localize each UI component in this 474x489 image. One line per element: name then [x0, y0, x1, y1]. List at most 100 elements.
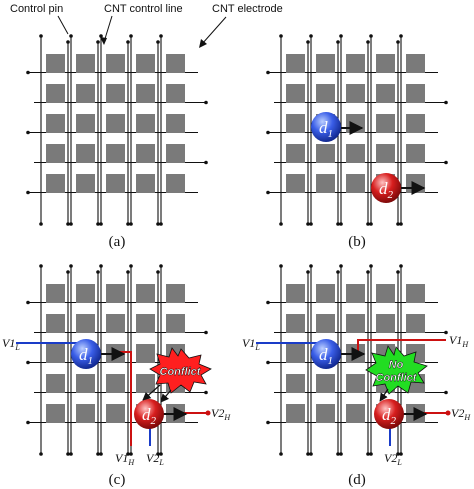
cnt-electrode [376, 84, 395, 103]
panel-b-caption: (b) [348, 234, 366, 250]
control-pin [339, 34, 343, 38]
cnt-electrode [286, 374, 305, 393]
control-pin [339, 222, 343, 226]
cnt-electrode [166, 84, 185, 103]
cnt-electrode [346, 114, 365, 133]
panel-b-grid [266, 34, 448, 226]
panel-b-overlay: d1 d2 [311, 112, 426, 203]
panel-d-overlay: d1 d2 No Conflict V1L V1H V2L V2H [242, 333, 471, 467]
control-pin [309, 34, 313, 38]
control-pin [204, 390, 208, 395]
control-pin [339, 264, 343, 268]
cnt-electrode [106, 54, 125, 73]
cnt-electrode [316, 174, 335, 193]
cnt-electrode [106, 174, 125, 193]
control-pin [369, 222, 373, 226]
cnt-electrode [76, 144, 95, 163]
panel-d-grid [266, 264, 448, 456]
panel-c-droplet-d1-label: d1 [79, 345, 93, 367]
cnt-electrode [46, 344, 65, 363]
cnt-control-line-label: CNT control line [104, 3, 183, 15]
cnt-electrode [166, 114, 185, 133]
cnt-electrode [406, 84, 425, 103]
control-pin [159, 264, 163, 268]
panel-d-caption: (d) [348, 472, 366, 488]
panel-d-droplet-d1 [311, 339, 341, 369]
control-pin [39, 452, 43, 456]
control-pin [306, 452, 310, 456]
cnt-electrode [46, 284, 65, 303]
control-pin [129, 34, 133, 38]
control-pin [99, 222, 103, 226]
control-pin [156, 40, 160, 44]
cnt-electrode [136, 374, 155, 393]
cnt-electrode [76, 174, 95, 193]
cnt-electrode [166, 174, 185, 193]
control-pin [99, 452, 103, 456]
cnt-electrode [406, 114, 425, 133]
control-pin [26, 70, 30, 75]
control-pin [69, 264, 73, 268]
panel-d-v2h-dot [445, 410, 451, 416]
cnt-electrode [286, 54, 305, 73]
panel-c-v1h-wire [118, 351, 132, 446]
panel-a-caption: (a) [109, 234, 126, 250]
panel-c-conflict-pointer-2 [160, 389, 172, 403]
cnt-electrode [46, 144, 65, 163]
cnt-electrode [286, 284, 305, 303]
panel-c-v2h-dot [205, 410, 211, 416]
control-pin [96, 222, 100, 226]
cnt-electrode [46, 314, 65, 333]
cnt-electrode [346, 374, 365, 393]
control-pin [399, 452, 403, 456]
cnt-electrode [316, 404, 335, 423]
control-pin [126, 40, 130, 44]
cnt-electrode [376, 144, 395, 163]
control-pin [309, 264, 313, 268]
cnt-electrode [346, 284, 365, 303]
control-pin [66, 40, 70, 44]
control-pin [126, 222, 130, 226]
control-pin [39, 264, 43, 268]
cnt-electrode [346, 314, 365, 333]
control-pin [336, 270, 340, 274]
cnt-electrode [46, 174, 65, 193]
panel-d-droplet-d2 [374, 399, 404, 429]
control-pin [279, 264, 283, 268]
cnt-electrode [316, 284, 335, 303]
panel-c-conflict-text: Conflict [160, 366, 202, 378]
panel-c-droplet-d2-label: d2 [142, 405, 157, 427]
control-pin [159, 222, 163, 226]
control-pin [96, 452, 100, 456]
panel-b-droplet-d1-label: d1 [319, 118, 333, 140]
control-pin [366, 452, 370, 456]
control-pin [96, 270, 100, 274]
panel-c-v2h-label: V2H [211, 406, 231, 422]
control-pin [266, 70, 270, 75]
cnt-electrode [76, 114, 95, 133]
cnt-electrode [76, 54, 95, 73]
control-pin [204, 100, 208, 105]
cnt-electrode [346, 174, 365, 193]
control-pin [69, 452, 73, 456]
cnt-electrode [136, 84, 155, 103]
control-pin [336, 222, 340, 226]
cnt-electrode [406, 174, 425, 193]
control-pin [159, 452, 163, 456]
control-pin [126, 452, 130, 456]
control-pin [204, 160, 208, 165]
cnt-electrode [286, 174, 305, 193]
cnt-electrode [106, 314, 125, 333]
control-pin [279, 34, 283, 38]
control-pin [399, 222, 403, 226]
panel-c-v2l-label: V2L [146, 451, 164, 467]
control-pin [399, 264, 403, 268]
panel-b-droplet-d2 [371, 173, 401, 203]
control-pin [444, 100, 448, 105]
control-pin [69, 222, 73, 226]
cnt-electrode [316, 84, 335, 103]
control-pin [126, 270, 130, 274]
control-pin [39, 222, 43, 226]
annotations: Control pin CNT control line CNT electro… [10, 3, 283, 48]
control-pin [306, 270, 310, 274]
